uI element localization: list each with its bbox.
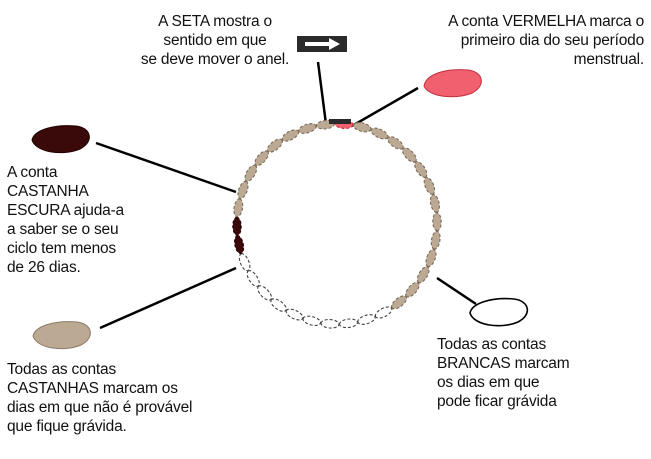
- arrow-label: A SETA mostra o sentido em que se deve m…: [140, 13, 290, 68]
- white-ring-bead: [374, 306, 393, 319]
- white-ring-bead: [320, 319, 340, 329]
- brown-ring-bead: [416, 266, 430, 284]
- red-bead: [423, 69, 482, 98]
- dark-ring-bead: [232, 216, 242, 236]
- brown-ring-bead: [423, 176, 436, 195]
- bead-ring: [232, 119, 442, 329]
- brown-bead: [32, 321, 91, 350]
- red-bead-label: A conta VERMELHA marca o primeiro dia do…: [448, 13, 644, 68]
- brown-ring-bead: [430, 230, 441, 250]
- brown-ring-bead: [266, 138, 283, 153]
- brown-ring-bead: [425, 248, 437, 268]
- dark-brown-bead-label: A conta CASTANHA ESCURA ajuda-a a saber …: [7, 164, 124, 276]
- ring-arrow-marker: [329, 119, 351, 124]
- dark-bead-connector: [95, 141, 237, 194]
- white-ring-bead: [270, 298, 287, 312]
- white-ring-bead: [238, 253, 251, 272]
- white-ring-bead: [357, 314, 376, 325]
- right-arrow-icon: [297, 36, 347, 52]
- brown-ring-bead: [233, 198, 244, 218]
- red-bead-connector: [351, 86, 419, 128]
- brown-ring-bead: [432, 212, 442, 232]
- arrow-connector: [316, 61, 328, 125]
- brown-ring-bead: [281, 129, 300, 142]
- white-ring-bead: [246, 270, 260, 287]
- legend-beads: [31, 69, 529, 350]
- connector-lines: [95, 61, 477, 330]
- white-bead: [469, 297, 529, 327]
- white-bead-label: Todas as contas BRANCAS marcam os dias e…: [437, 336, 570, 410]
- dark-brown-bead: [31, 125, 90, 154]
- brown-ring-bead: [370, 127, 389, 140]
- brown-ring-bead: [244, 164, 258, 182]
- brown-ring-bead: [298, 123, 317, 134]
- white-bead-connector: [436, 276, 477, 306]
- brown-bead-connector: [99, 266, 237, 330]
- white-ring-bead: [285, 308, 304, 321]
- brown-ring-bead: [414, 161, 428, 178]
- brown-ring-bead: [387, 136, 404, 150]
- white-ring-bead: [302, 315, 322, 327]
- white-ring-bead: [338, 318, 359, 329]
- brown-ring-bead: [237, 180, 249, 200]
- brown-ring-bead: [429, 194, 440, 213]
- dark-ring-bead: [234, 235, 245, 254]
- brown-bead-label: Todas as contas CASTANHAS marcam os dias…: [7, 361, 193, 435]
- brown-ring-bead: [391, 295, 408, 310]
